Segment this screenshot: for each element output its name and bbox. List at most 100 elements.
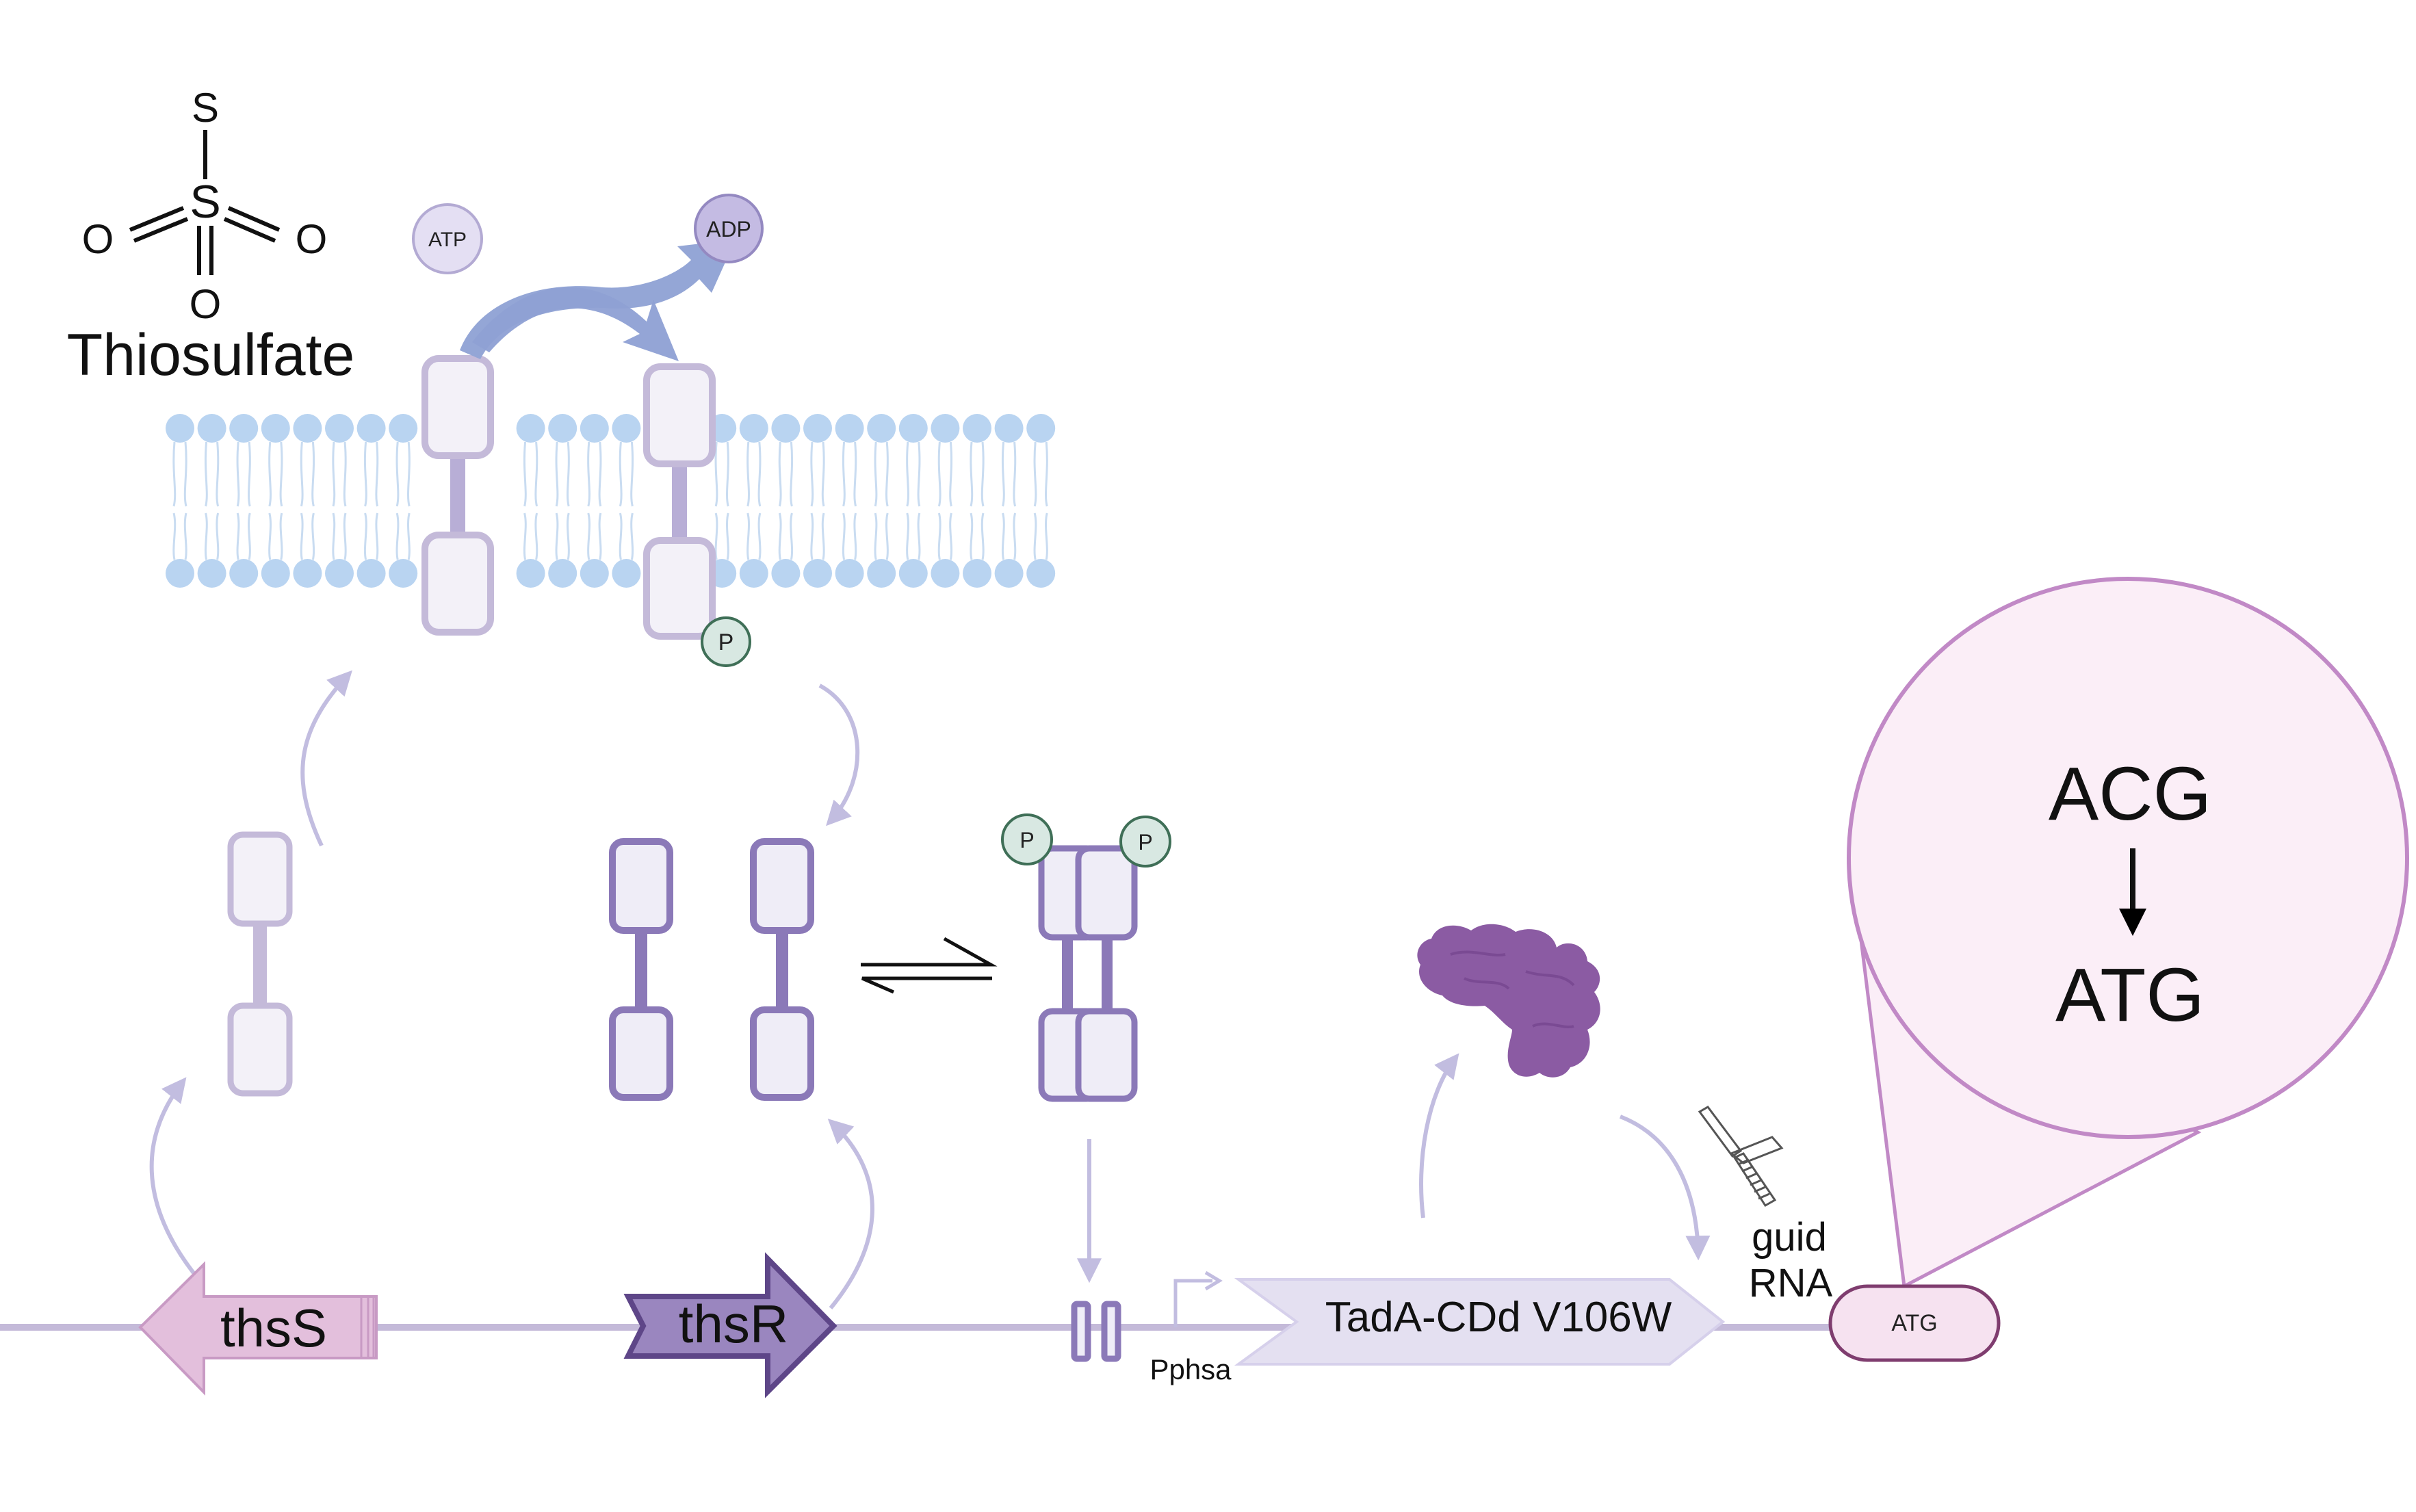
gene-thsS: thsS — [138, 1261, 378, 1396]
lipid-head — [771, 414, 801, 443]
lipid-tail — [204, 512, 220, 560]
lipid-tail — [619, 441, 634, 507]
lipid-tail — [874, 512, 889, 560]
lipid-head — [612, 559, 641, 588]
zoom-callout: ACG ATG — [1847, 577, 2409, 1289]
receptor-domain-top — [421, 355, 494, 459]
lipid-head — [389, 559, 418, 588]
receptor-domain-bottom — [421, 532, 494, 636]
monomer-domain-bottom — [227, 1002, 293, 1097]
lipid-tail — [236, 512, 251, 560]
bond-s-o-left-1 — [129, 206, 185, 232]
promoter-arrow — [1173, 1279, 1212, 1327]
lipid-head — [994, 414, 1024, 443]
lipid-head — [931, 414, 960, 443]
grna-strand — [1698, 1106, 1743, 1158]
thsR-monomer-2 — [750, 838, 814, 1101]
lipid-tail — [970, 512, 985, 560]
lipid-tail — [363, 441, 379, 507]
phospho-right-circle — [1119, 816, 1171, 868]
dimer-domain-bottom-right — [1075, 1008, 1138, 1102]
lipid-tail — [746, 512, 762, 560]
lipid-head — [963, 414, 991, 443]
grna-label-line2: RNA — [1749, 1261, 1833, 1305]
lipid-head — [516, 559, 545, 588]
monomer-domain-top — [227, 831, 293, 927]
receptor-domain-bottom — [643, 537, 716, 640]
lipid-tail — [810, 441, 825, 507]
lipid-tail — [204, 441, 220, 507]
lipid-head — [898, 414, 928, 443]
lipid-tail — [1033, 512, 1048, 560]
bond-s-o-right-1 — [227, 206, 281, 232]
lipid-tail — [778, 512, 794, 560]
lipid-tail — [555, 441, 570, 507]
lipid-head — [739, 414, 768, 443]
lipid-tail — [395, 441, 411, 507]
lipid-tail — [810, 512, 825, 560]
lipid-head — [1026, 559, 1056, 588]
thsR-monomer-1 — [609, 838, 673, 1101]
lipid-tail — [332, 512, 347, 560]
lipid-tail — [714, 441, 729, 507]
lipid-head — [867, 414, 896, 443]
lipid-head — [548, 559, 577, 588]
arrow-thsR-gene-to-protein — [827, 1119, 874, 1309]
lipid-tail — [937, 441, 953, 507]
promoter-label: Pphsa — [1149, 1353, 1232, 1385]
lipid-head — [389, 414, 418, 443]
lipid-head — [994, 559, 1024, 588]
atg-box-label: ATG — [1891, 1310, 1937, 1336]
lipid-tail — [523, 441, 538, 507]
lipid-tail — [268, 512, 283, 560]
lipid-head — [197, 414, 226, 443]
zoom-circle — [1847, 577, 2409, 1139]
lipid-head — [325, 414, 354, 443]
zoom-after: ATG — [2055, 953, 2205, 1037]
atp-to-adp-arrow — [460, 239, 736, 361]
gene-thsR-label: thsR — [679, 1294, 788, 1354]
lipid-head — [963, 559, 991, 588]
lipid-head — [771, 559, 801, 588]
arrow-thsS-gene-to-protein — [149, 1077, 202, 1282]
grna-label-line1: guid — [1752, 1215, 1827, 1260]
lipid-tail — [619, 512, 634, 560]
arrow-to-receptor — [472, 287, 679, 361]
grna-hairpin — [1729, 1136, 1784, 1164]
atp-circle — [412, 203, 483, 274]
monomer-domain-top — [609, 838, 673, 934]
lipid-head — [835, 559, 864, 588]
phospho-circle — [701, 616, 751, 667]
reverse-arrow — [861, 976, 992, 994]
atg-box — [1828, 1284, 2001, 1362]
lipid-tail — [874, 441, 889, 507]
phospho-right-label: P — [1138, 830, 1152, 855]
operator-box-left — [1071, 1301, 1091, 1362]
lipid-tail — [300, 441, 315, 507]
receptor-thsS-left — [421, 355, 494, 636]
lipid-head — [229, 414, 259, 443]
gene-thsS-label: thsS — [220, 1298, 327, 1358]
lipid-tail — [906, 441, 921, 507]
guide-rna: guid RNA — [1698, 1106, 1833, 1305]
arrow-editor-to-target — [1619, 1115, 1711, 1261]
protein-blob — [1417, 924, 1600, 1078]
adp-circle — [694, 194, 764, 263]
lipid-head — [580, 414, 609, 443]
equilibrium-arrows — [861, 937, 998, 994]
lipid-head — [835, 414, 864, 443]
lipid-tail — [1001, 512, 1017, 560]
atom-s-top: S — [192, 85, 219, 131]
monomer-domain-bottom — [609, 1006, 673, 1101]
receptor-domain-top — [643, 363, 716, 467]
molecule-name: Thiosulfate — [67, 322, 355, 388]
promoter-pphsa: Pphsa — [1149, 1270, 1232, 1385]
atp-bubble: ATP — [412, 203, 483, 274]
lipid-tail — [587, 512, 602, 560]
lipid-tail — [236, 441, 251, 507]
lipid-tail — [395, 512, 411, 560]
gene-thsS-arrow — [138, 1261, 378, 1396]
lipid-head — [261, 414, 290, 443]
atom-s-center: S — [190, 176, 220, 228]
